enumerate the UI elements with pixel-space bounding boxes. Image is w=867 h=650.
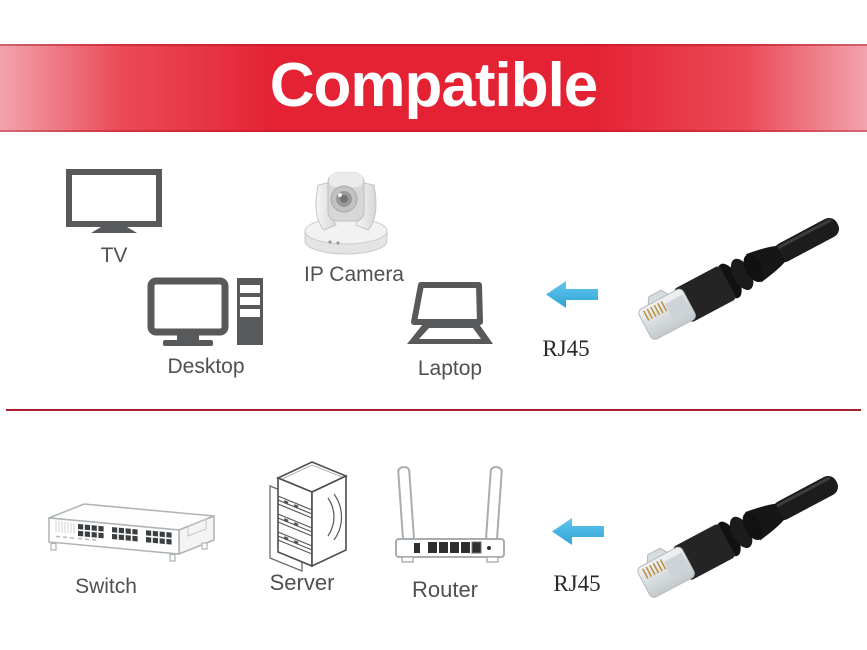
banner: Compatible — [0, 44, 867, 132]
desktop-icon — [147, 277, 263, 346]
laptop-icon — [407, 282, 493, 344]
section-divider — [6, 409, 861, 411]
banner-title: Compatible — [269, 51, 599, 120]
ip-camera-icon — [304, 172, 388, 255]
tv-icon — [66, 169, 162, 233]
rj45-cable-photo-bottom — [637, 475, 839, 598]
tv-label: TV — [100, 244, 128, 267]
switch-icon — [48, 503, 215, 562]
rj45-label-bottom: RJ45 — [553, 571, 601, 596]
arrow-left-icon — [546, 281, 598, 308]
rj45-cable-photo-top — [638, 217, 840, 340]
server-icon — [269, 461, 348, 572]
arrow-left-icon — [552, 518, 604, 545]
router-icon — [395, 466, 505, 563]
switch-label: Switch — [75, 575, 137, 598]
router-label: Router — [411, 577, 479, 602]
desktop-label: Desktop — [167, 355, 245, 378]
ip-camera-label: IP Camera — [304, 263, 404, 286]
server-label: Server — [269, 570, 335, 595]
laptop-label: Laptop — [417, 357, 483, 380]
rj45-label-top: RJ45 — [542, 336, 590, 361]
